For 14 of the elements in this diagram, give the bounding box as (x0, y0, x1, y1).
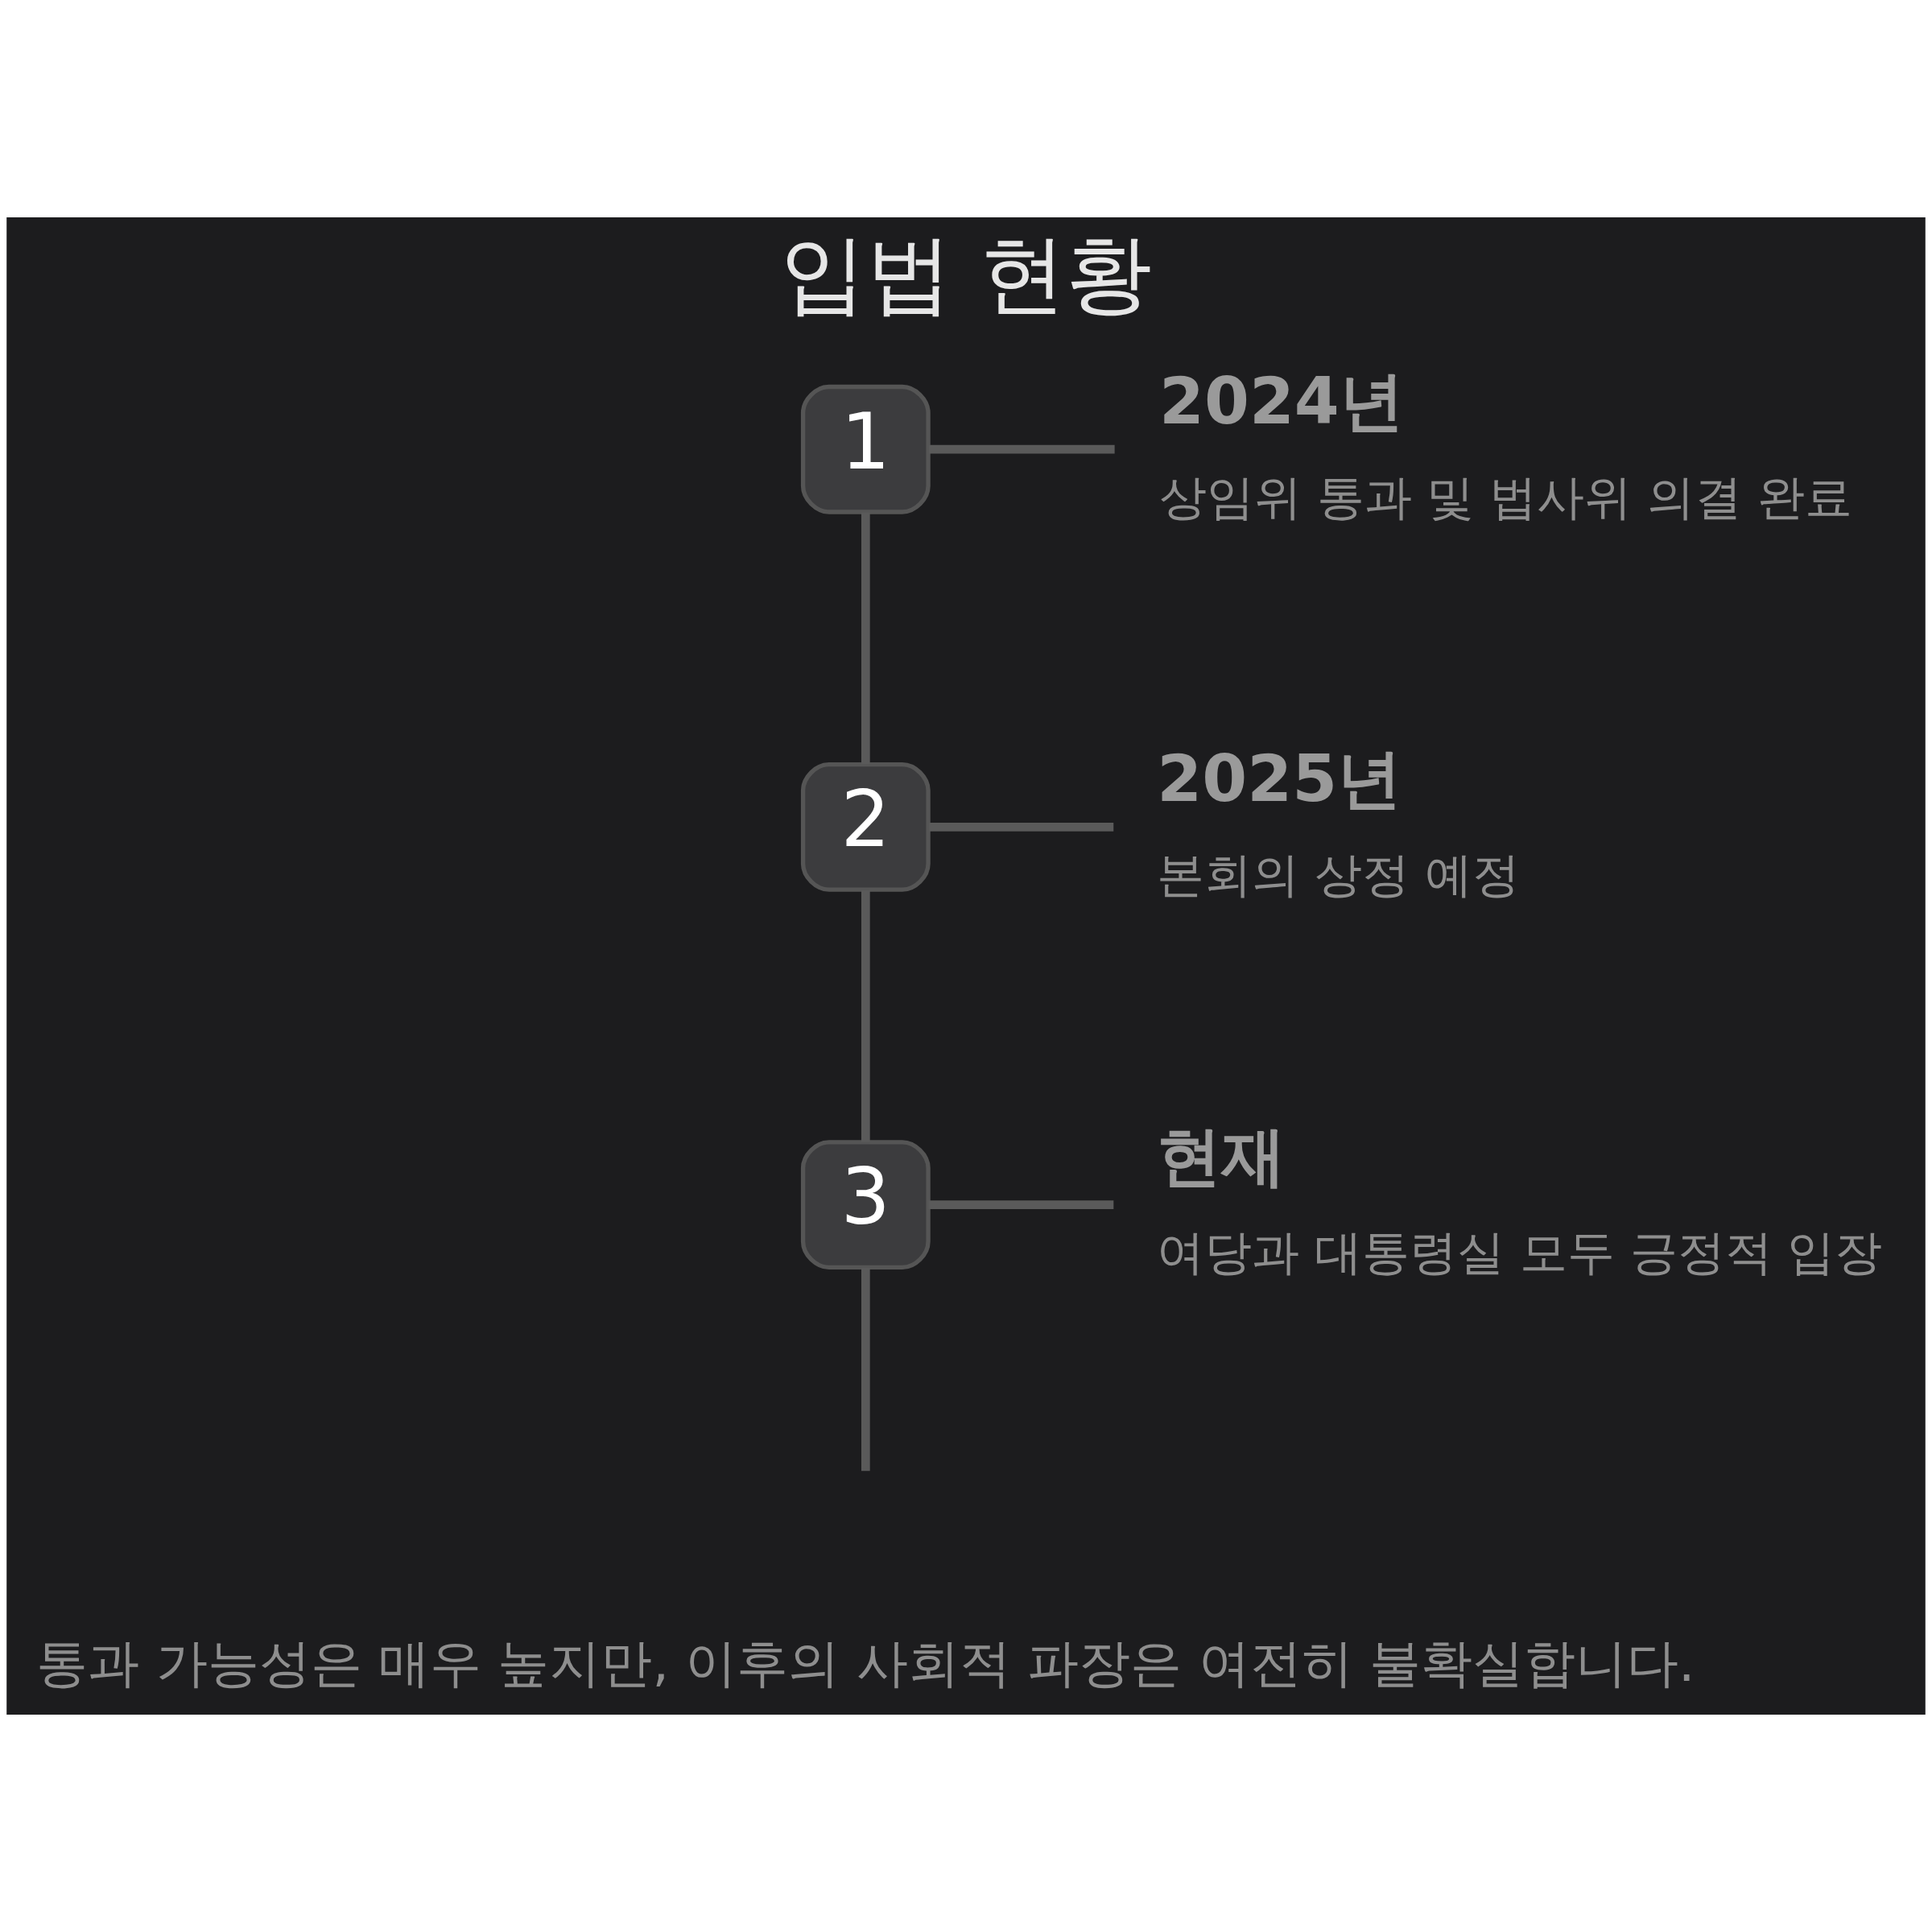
connector (861, 890, 870, 1142)
node-box: 3 (800, 1140, 931, 1270)
node-text: 2024년 상임위 통과 및 법사위 의결 완료 (1158, 363, 1852, 525)
diagram-title: 입법 현황 (779, 223, 1153, 324)
connector (928, 444, 1115, 454)
label: 통과 가능성은 매우 높지만, 이후의 사회적 파장은 여전히 불확실합니다. (36, 1632, 1695, 1693)
node-text: 현재 여당과 대통령실 모두 긍정적 입장 (1157, 1118, 1883, 1281)
connector (929, 823, 1114, 832)
node-text: 2025년 본회의 상정 예정 (1157, 741, 1520, 902)
connector (861, 1267, 870, 1472)
node-box: 1 (800, 384, 931, 514)
node-box: 2 (800, 762, 931, 892)
connector (928, 1200, 1114, 1209)
connector (861, 512, 870, 765)
